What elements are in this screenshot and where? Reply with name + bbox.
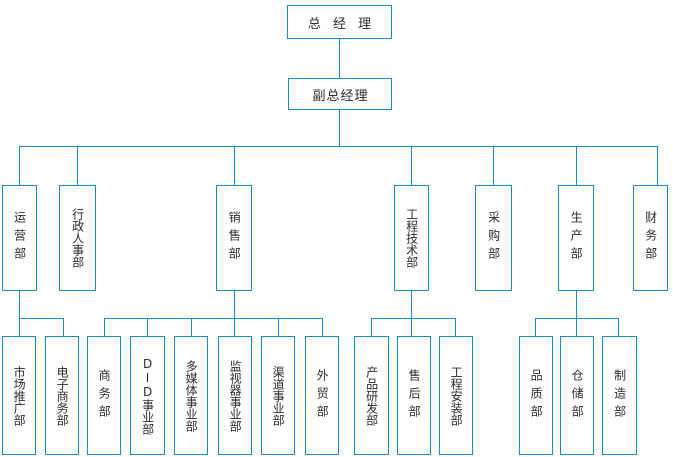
node-ecommerce-dept[interactable]: 电子商务部 <box>45 336 79 455</box>
node-multimedia-division[interactable]: 多媒体事业部 <box>174 336 208 455</box>
connector-drop-engineering <box>411 146 412 185</box>
connector-sales-bus <box>104 318 323 319</box>
node-business-dept[interactable]: 商务部 <box>87 336 121 455</box>
connector-drop-aftersales <box>411 318 412 336</box>
connector-drop-sales <box>234 146 235 185</box>
node-sales-dept[interactable]: 销售部 <box>216 185 252 291</box>
node-product-rnd-dept[interactable]: 产品研发部 <box>354 336 389 455</box>
node-finance-dept[interactable]: 财务部 <box>633 185 668 291</box>
connector-drop-warehouse <box>576 318 577 336</box>
node-foreign-trade-dept[interactable]: 外贸部 <box>305 336 339 455</box>
connector-drop-production <box>576 146 577 185</box>
connector-drop-operations <box>19 146 20 185</box>
connector-gm-to-deputy <box>339 39 340 78</box>
connector-sales-stem <box>234 291 235 318</box>
node-hr-admin-dept[interactable]: 行政人事部 <box>59 185 96 291</box>
node-production-dept[interactable]: 生产部 <box>558 185 594 291</box>
connector-drop-marketing <box>19 318 20 336</box>
connector-drop-ecommerce <box>63 318 64 336</box>
node-warehouse-dept[interactable]: 仓储部 <box>560 336 594 455</box>
connector-drop-quality <box>535 318 536 336</box>
connector-operations-bus <box>19 318 64 319</box>
connector-drop-channel <box>278 318 279 336</box>
connector-engineering-stem <box>411 291 412 318</box>
connector-drop-hr <box>77 146 78 185</box>
connector-drop-finance <box>657 146 658 185</box>
node-engineering-tech-dept[interactable]: 工程技术部 <box>394 185 429 291</box>
node-marketing-promotion-dept[interactable]: 市场推广部 <box>2 336 36 455</box>
connector-drop-multimedia <box>191 318 192 336</box>
connector-deputy-stem <box>339 110 340 146</box>
connector-level2-bus <box>19 146 658 147</box>
connector-operations-stem <box>19 291 20 318</box>
node-general-manager[interactable]: 总 经 理 <box>287 5 392 39</box>
connector-drop-foreign-trade <box>322 318 323 336</box>
connector-drop-manufacturing <box>618 318 619 336</box>
node-manufacturing-dept[interactable]: 制造部 <box>602 336 637 455</box>
node-channel-division[interactable]: 渠道事业部 <box>261 336 295 455</box>
node-engineering-installation-dept[interactable]: 工程安装部 <box>439 336 473 455</box>
node-deputy-general-manager[interactable]: 副总经理 <box>288 78 392 110</box>
connector-drop-business <box>104 318 105 336</box>
node-monitor-division[interactable]: 监视器事业部 <box>218 336 252 455</box>
connector-drop-did <box>147 318 148 336</box>
connector-production-stem <box>576 291 577 318</box>
connector-drop-rnd <box>371 318 372 336</box>
connector-drop-purchasing <box>493 146 494 185</box>
connector-drop-monitor <box>234 318 235 336</box>
node-purchasing-dept[interactable]: 采购部 <box>475 185 512 291</box>
node-operations-dept[interactable]: 运营部 <box>2 185 37 291</box>
connector-engineering-bus <box>371 318 455 319</box>
node-quality-dept[interactable]: 品质部 <box>519 336 553 455</box>
node-after-sales-dept[interactable]: 售后部 <box>397 336 431 455</box>
connector-drop-installation <box>455 318 456 336</box>
node-did-division[interactable]: DID事业部 <box>130 336 165 455</box>
